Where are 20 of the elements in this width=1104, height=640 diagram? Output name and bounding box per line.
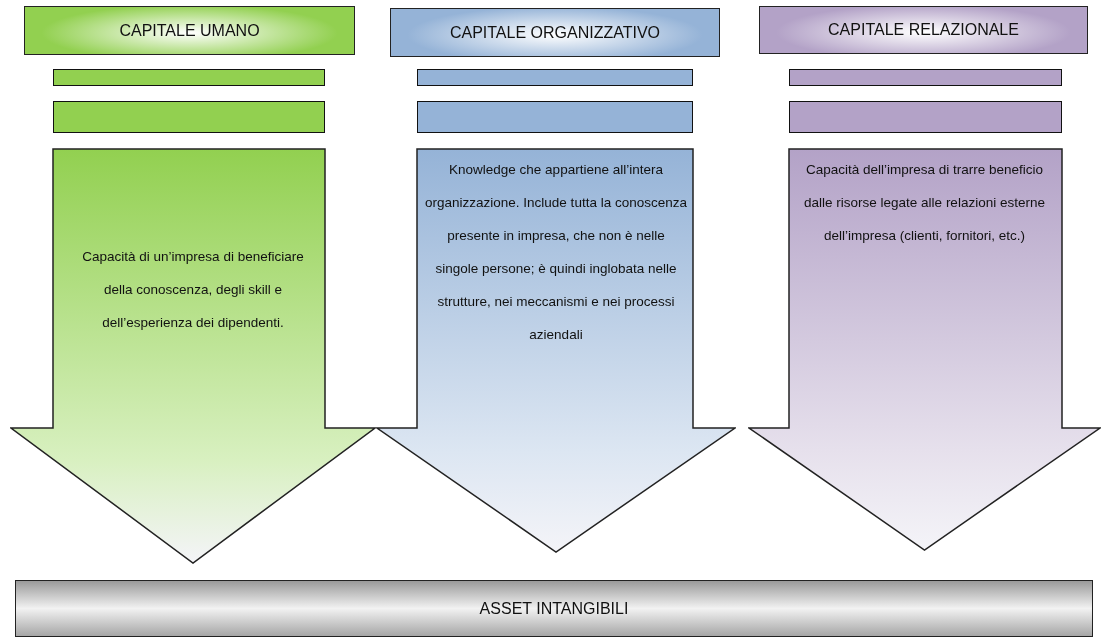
heading-text: CAPITALE RELAZIONALE [828, 21, 1019, 39]
down-arrow-shape [748, 148, 1101, 551]
header-box [24, 6, 355, 55]
bar [417, 101, 693, 133]
bar [417, 69, 693, 86]
header-box [759, 6, 1088, 54]
description-text: Capacità dell’impresa di trarre beneficio dalle risorse legate alle relazioni esterne dell’impresa (clienti, fornitori, etc.) [803, 161, 1046, 245]
down-arrow-shape [376, 148, 736, 553]
bar [53, 69, 325, 86]
bar [789, 101, 1062, 133]
down-arrow-shape [10, 148, 376, 564]
description-text: Knowledge che appartiene all’intera organizzazione. Include tutta la conoscenza presente in impresa, che non è nelle singole persone; è quindi inglobata nelle strutture, nei meccanismi e nei processi aziendali [425, 161, 687, 344]
heading-text: ASSET INTANGIBILI [479, 599, 629, 618]
heading-text: CAPITALE ORGANIZZATIVO [449, 23, 661, 42]
header-box [390, 8, 720, 57]
base-bar [15, 580, 1093, 637]
bar [789, 69, 1062, 86]
heading-text: CAPITALE UMANO [119, 21, 260, 40]
bar [53, 101, 325, 133]
description-text: Capacità di un’impresa di beneficiare della conoscenza, degli skill e dell’esperienza dei dipendenti. [81, 248, 305, 332]
